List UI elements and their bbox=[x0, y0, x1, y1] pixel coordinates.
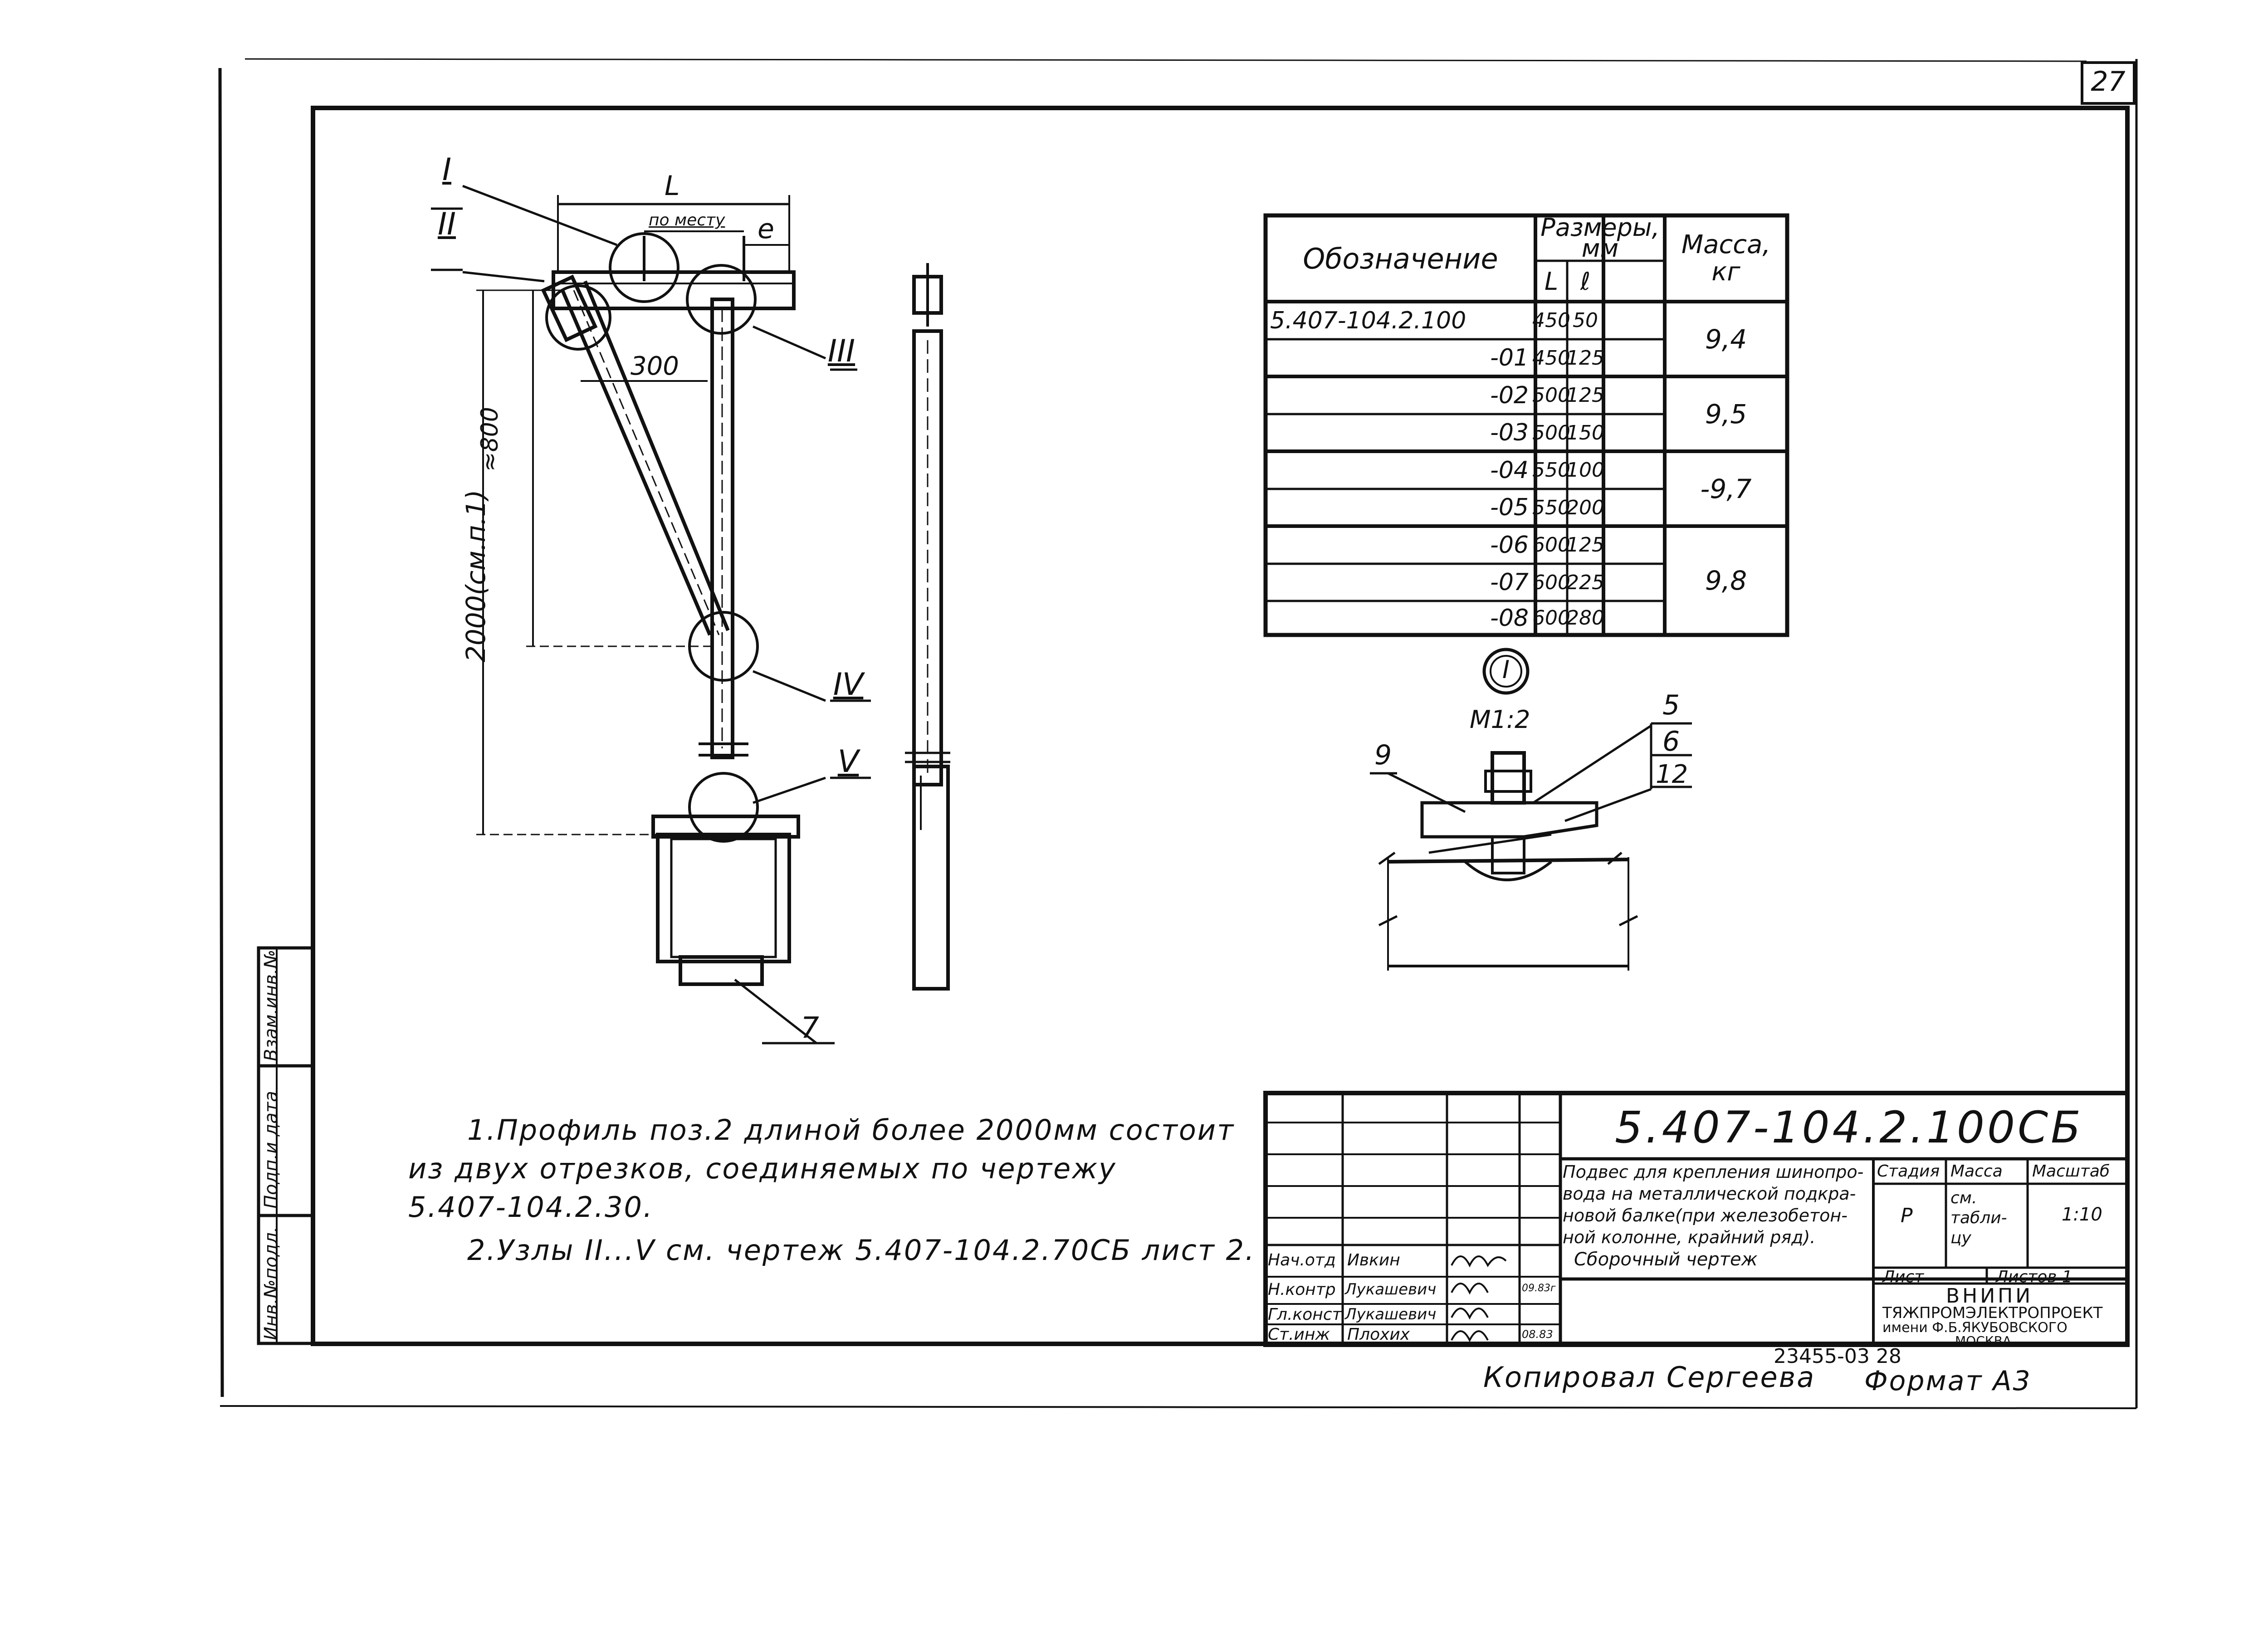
row-l: 125 bbox=[1566, 384, 1604, 407]
row-L: 600 bbox=[1532, 606, 1570, 630]
org-line-1: ВНИПИ bbox=[1946, 1284, 2033, 1308]
org-line-3: имени Ф.Б.ЯКУБОВСКОГО bbox=[1882, 1320, 2068, 1336]
position-6: 6 bbox=[1662, 726, 1680, 757]
row-L: 500 bbox=[1532, 421, 1570, 444]
scale-value: 1:10 bbox=[2062, 1204, 2102, 1225]
staff-role: Гл.конст bbox=[1268, 1305, 1342, 1324]
row-l: 100 bbox=[1566, 459, 1604, 482]
row-L: 450 bbox=[1532, 309, 1570, 332]
position-12: 12 bbox=[1656, 760, 1688, 789]
sheet-label: Лист bbox=[1882, 1268, 1924, 1286]
callout-IV: IV bbox=[833, 667, 864, 703]
position-9: 9 bbox=[1374, 739, 1392, 771]
by-place-label: по месту bbox=[649, 211, 725, 229]
row-l: 125 bbox=[1566, 533, 1604, 557]
dim-2000: 2000(см.п.1) bbox=[460, 489, 491, 662]
side-stamp-sign: Подп.и дата bbox=[261, 1091, 282, 1209]
mass-value: -9,7 bbox=[1700, 473, 1752, 504]
note-line-1: 1.Профиль поз.2 длиной более 2000мм сост… bbox=[467, 1113, 1235, 1147]
staff-date: 08.83 bbox=[1522, 1328, 1553, 1341]
row-code: -02 bbox=[1490, 381, 1529, 409]
note-line-4: 2.Узлы II...V см. чертеж 5.407-104.2.70С… bbox=[467, 1234, 1256, 1267]
row-l: 125 bbox=[1566, 346, 1604, 370]
note-line-2: из двух отрезков, соединяемых по чертежу bbox=[408, 1152, 1117, 1185]
dim-800: ≈800 bbox=[476, 407, 503, 472]
org-line-2: ТЯЖПРОМЭЛЕКТРОПРОЕКТ bbox=[1882, 1304, 2103, 1322]
row-code: 5.407-104.2.100 bbox=[1270, 307, 1466, 334]
side-stamp-replace: Взам.инв.№ bbox=[261, 949, 282, 1061]
detail-scale: М1:2 bbox=[1470, 705, 1530, 734]
copied-by: Копировал Сергеева bbox=[1483, 1361, 1816, 1394]
callout-V: V bbox=[837, 744, 859, 780]
mass-value: 9,8 bbox=[1705, 565, 1747, 596]
callout-II: II bbox=[437, 206, 456, 242]
row-l: 225 bbox=[1566, 571, 1604, 594]
description-line: вода на металлической подкра- bbox=[1563, 1184, 1856, 1204]
row-L: 600 bbox=[1532, 571, 1570, 594]
description-line: Подвес для крепления шинопро- bbox=[1563, 1162, 1864, 1182]
callout-I: I bbox=[442, 152, 452, 188]
header-l: ℓ bbox=[1580, 267, 1591, 296]
row-L: 500 bbox=[1532, 384, 1570, 407]
spec-table: Обозначение Размеры, мм L ℓ Масса, кг 5.… bbox=[1266, 215, 1787, 635]
row-l: 50 bbox=[1573, 309, 1598, 332]
row-L: 450 bbox=[1532, 346, 1570, 370]
staff-name: Плохих bbox=[1347, 1325, 1410, 1344]
note-line-3: 5.407-104.2.30. bbox=[408, 1191, 654, 1224]
staff-role: Ст.инж bbox=[1268, 1325, 1330, 1344]
mass-label: Масса bbox=[1950, 1162, 2003, 1181]
scale-label: Масштаб bbox=[2032, 1162, 2110, 1181]
description-line: ной колонне, крайний ряд). bbox=[1563, 1227, 1816, 1247]
dim-300: 300 bbox=[631, 351, 679, 381]
row-code: -04 bbox=[1490, 456, 1529, 484]
drawing-code: 5.407-104.2.100СБ bbox=[1615, 1102, 2083, 1153]
side-stamp-inv: Инв.№подл. bbox=[261, 1226, 282, 1340]
position-7: 7 bbox=[801, 1011, 819, 1045]
header-designation: Обозначение bbox=[1303, 242, 1498, 275]
archive-number: 23455-03 28 bbox=[1774, 1345, 1901, 1368]
staff-role: Нач.отд bbox=[1268, 1251, 1336, 1269]
dim-L: L bbox=[665, 170, 680, 202]
callout-III: III bbox=[827, 333, 855, 369]
row-code: -07 bbox=[1490, 569, 1529, 596]
staff-date: 09.83г bbox=[1522, 1283, 1556, 1294]
row-code: -03 bbox=[1490, 419, 1529, 446]
row-L: 550 bbox=[1532, 496, 1570, 519]
sheet-number: 27 bbox=[2091, 66, 2126, 98]
mass-value: 9,5 bbox=[1705, 398, 1747, 430]
staff-name: Ивкин bbox=[1347, 1251, 1400, 1269]
row-L: 550 bbox=[1532, 459, 1570, 482]
format-label: Формат А3 bbox=[1864, 1365, 2032, 1397]
header-mass: Масса, кг bbox=[1681, 230, 1771, 287]
row-code: -05 bbox=[1490, 494, 1529, 521]
sheets-label: Листов 1 bbox=[1996, 1268, 2072, 1286]
row-l: 150 bbox=[1566, 421, 1604, 444]
dim-e: e bbox=[758, 213, 774, 245]
row-L: 600 bbox=[1532, 533, 1570, 557]
row-code: -06 bbox=[1490, 531, 1529, 559]
row-l: 280 bbox=[1566, 606, 1604, 630]
detail-marker: I bbox=[1502, 655, 1510, 684]
stage-label: Стадия bbox=[1877, 1162, 1940, 1181]
header-L: L bbox=[1544, 267, 1559, 296]
header-sizes: Размеры, мм bbox=[1540, 213, 1660, 263]
position-5: 5 bbox=[1662, 689, 1680, 721]
row-code: -08 bbox=[1490, 604, 1529, 632]
staff-name: Лукашевич bbox=[1345, 1280, 1437, 1299]
staff-role: Н.контр bbox=[1268, 1280, 1336, 1299]
mass-value: 9,4 bbox=[1705, 323, 1747, 355]
mass-value: см. табли- цу bbox=[1950, 1189, 2007, 1247]
row-code: -01 bbox=[1490, 344, 1529, 371]
stage-value: Р bbox=[1901, 1204, 1913, 1227]
org-line-4: МОСКВА bbox=[1955, 1333, 2011, 1348]
description-line: новой балке(при железобетон- bbox=[1563, 1206, 1848, 1225]
staff-name: Лукашевич bbox=[1345, 1305, 1437, 1323]
row-l: 200 bbox=[1566, 496, 1604, 519]
description-line: Сборочный чертеж bbox=[1574, 1249, 1758, 1270]
